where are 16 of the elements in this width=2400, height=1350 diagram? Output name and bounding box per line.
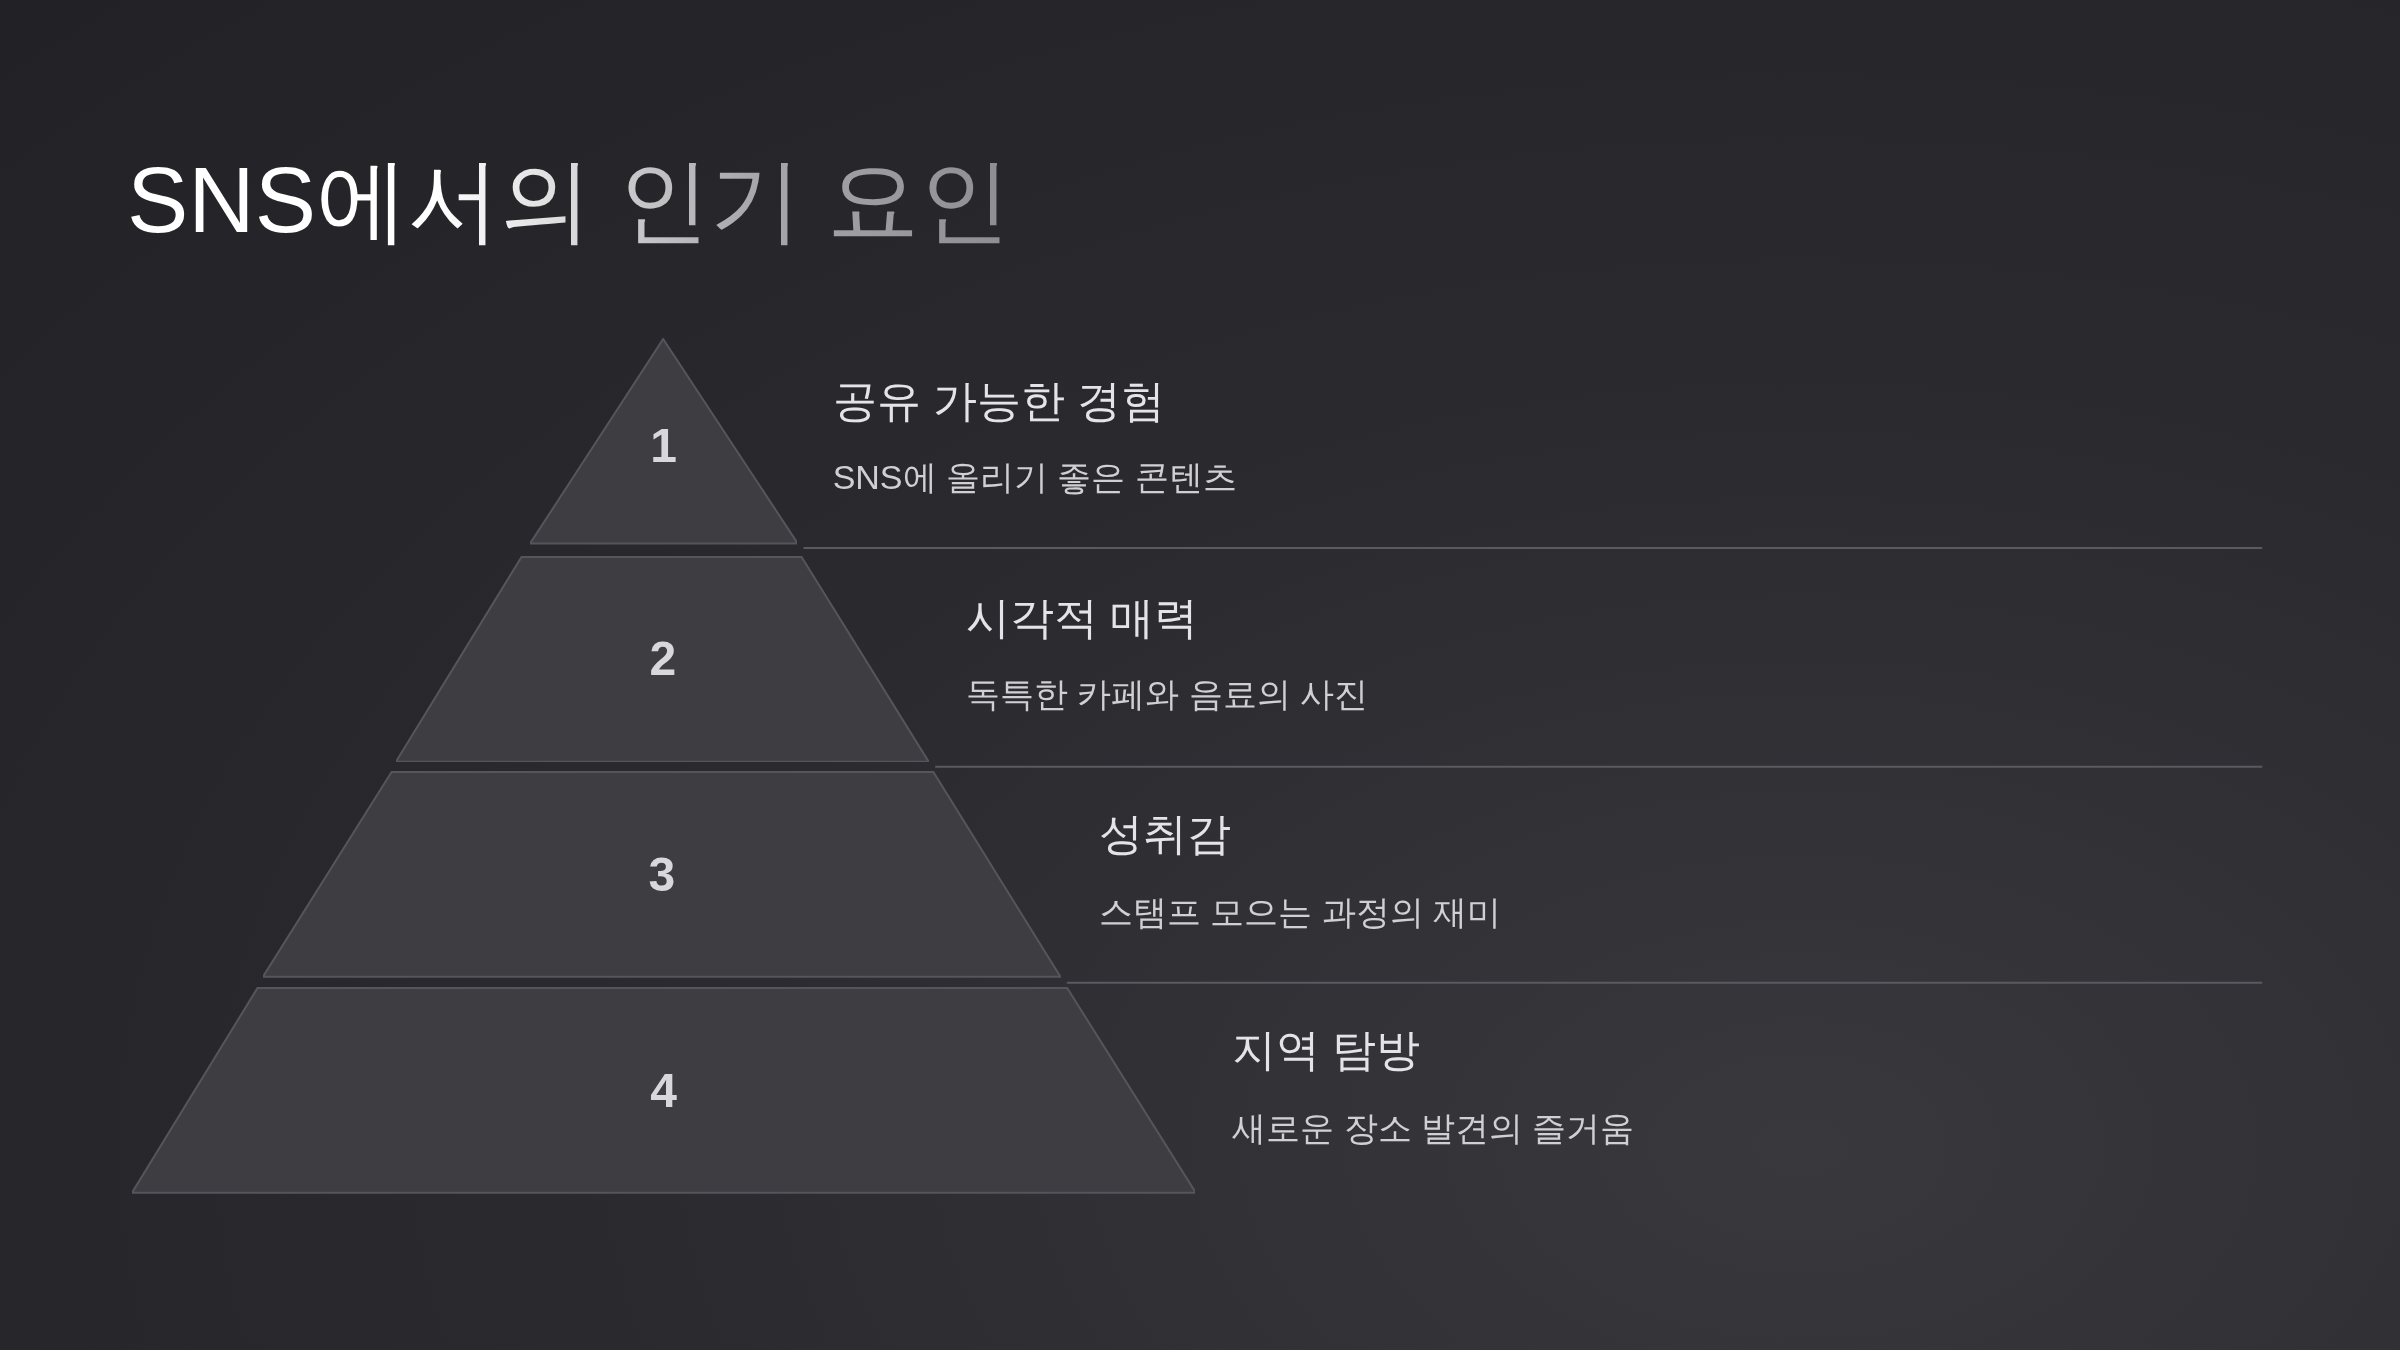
tier-number: 4 <box>649 1066 678 1115</box>
tier-description: SNS에 올리기 좋은 콘텐츠 <box>832 457 1237 498</box>
tier-number: 1 <box>649 421 678 470</box>
tier-heading: 공유 가능한 경험 <box>832 374 1166 427</box>
tier-description: 독특한 카페와 음료의 사진 <box>965 674 1369 716</box>
tier-description: 스탬프 모으는 과정의 재미 <box>1098 891 1502 933</box>
pyramid-tier <box>396 555 930 763</box>
tier-number: 2 <box>648 634 678 683</box>
tier-heading: 성취감 <box>1098 807 1231 860</box>
pyramid-tier <box>529 338 798 545</box>
tier-number: 3 <box>647 850 677 899</box>
pyramid-tier <box>131 987 1196 1194</box>
pyramid-tier <box>263 771 1061 979</box>
tier-description: 새로운 장소 발견의 즐거움 <box>1232 1107 1635 1149</box>
tier-heading: 시각적 매력 <box>965 591 1199 644</box>
tier-heading: 지역 탐방 <box>1232 1023 1421 1076</box>
